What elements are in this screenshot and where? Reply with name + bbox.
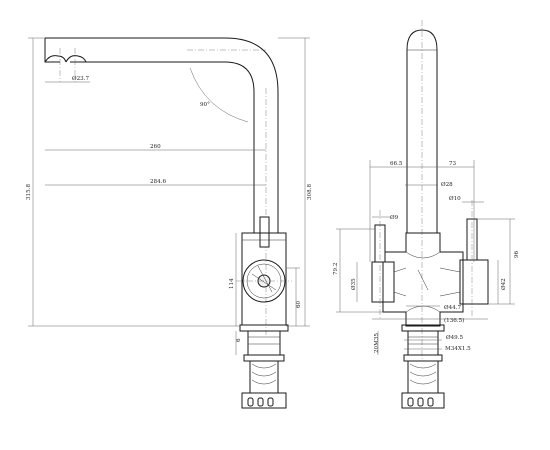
front-dim-body-dia-left: Ø35 [350, 278, 357, 290]
front-dim-left-offset: 66.5 [390, 161, 403, 167]
aerator [44, 55, 87, 63]
side-dim-reach-total: 284.6 [150, 179, 166, 185]
front-shank [407, 360, 439, 394]
side-dim-spout-height: 308.8 [307, 184, 313, 200]
front-dim-base-dia: Ø49.5 [446, 334, 463, 341]
side-shank [249, 360, 279, 394]
side-dim-lower-height: 60 [296, 300, 302, 308]
front-dim-body-dia-right: Ø42 [500, 278, 507, 290]
side-dim-total-height: 315.8 [26, 184, 32, 200]
front-dim-body-width: Ø44.7 [444, 304, 461, 311]
side-dim-angle: 90° [200, 102, 210, 108]
front-spout-top [406, 29, 438, 233]
side-dim-aerator: Ø23.7 [72, 75, 89, 82]
front-dim-lever-dia-left: Ø9 [390, 214, 399, 221]
side-view: Ø23.7 90° 260 284.6 315.8 308.8 114 60 6 [26, 37, 313, 409]
front-dim-tube-dia: Ø28 [441, 181, 453, 188]
front-dim-lever-dia-right: Ø10 [449, 195, 461, 202]
side-base-flange [239, 324, 289, 332]
side-dim-body-height: 114 [229, 278, 235, 289]
front-dim-lever-span: (136.5) [444, 317, 464, 324]
front-view: 66.5 73 Ø28 Ø9 Ø10 79.2 96 Ø35 Ø42 Ø44.7… [333, 20, 520, 409]
front-dim-body-height: 79.2 [333, 262, 339, 275]
front-dim-right-offset: 73 [449, 161, 457, 167]
side-dim-base-gap: 6 [236, 338, 242, 342]
front-dim-thread-height: 20M35 [374, 333, 380, 353]
spout-outline [44, 37, 279, 233]
front-dim-lever-height: 96 [514, 250, 520, 258]
front-dim-thread-label: M34X1.5 [445, 346, 471, 352]
side-lever [259, 216, 270, 248]
side-dim-reach: 260 [150, 144, 161, 150]
